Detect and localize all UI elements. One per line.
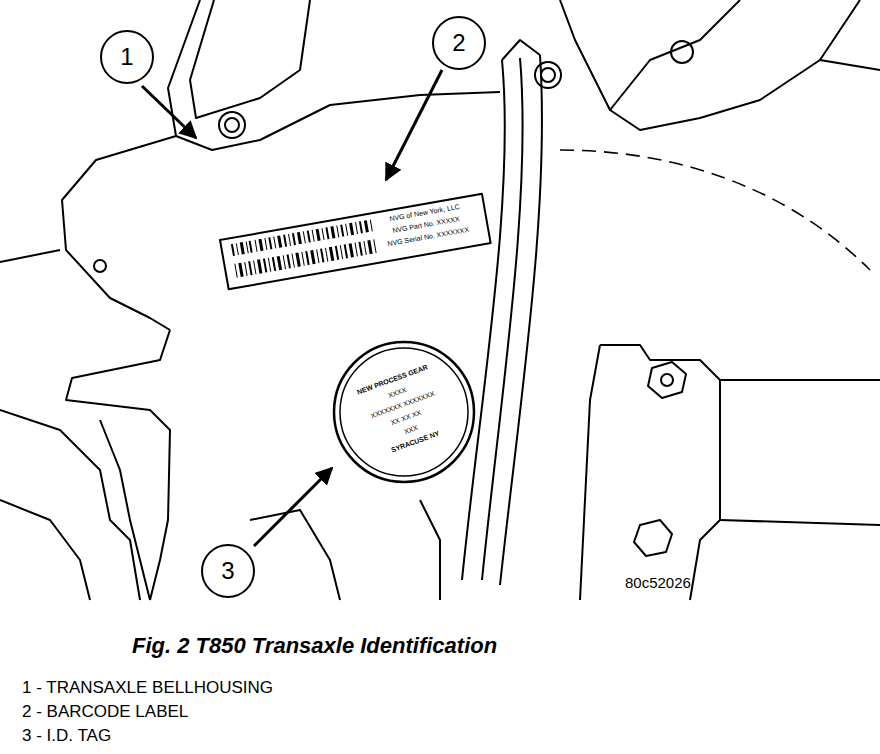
figure-caption: Fig. 2 T850 Transaxle Identification (132, 634, 497, 658)
callout-number: 2 (432, 16, 486, 70)
callout-number: 1 (100, 30, 154, 84)
legend-line: 3 - I.D. TAG (22, 727, 111, 746)
legend-line: 1 - TRANSAXLE BELLHOUSING (22, 679, 273, 698)
legend-line: 2 - BARCODE LABEL (22, 703, 188, 722)
callout-number: 3 (221, 557, 234, 585)
callout-number: 3 (201, 544, 255, 598)
callout-number: 2 (452, 29, 465, 57)
figure-code: 80c52026 (625, 575, 691, 592)
callout-number: 1 (120, 43, 133, 71)
